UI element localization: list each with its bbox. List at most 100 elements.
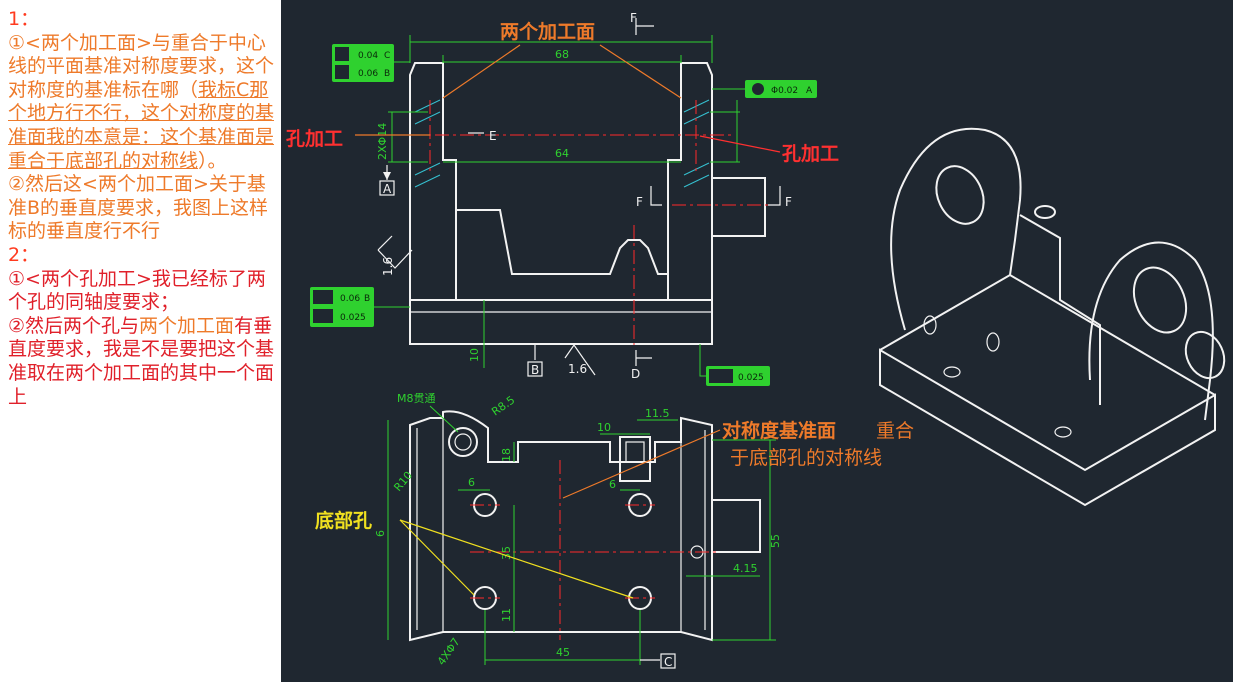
callout-bottom-hole-leader-1: [399, 519, 475, 596]
top-outline: [409, 410, 713, 642]
dim-6-left: 6: [468, 476, 475, 489]
question-1-text-a: ①<两个加工面>与重合于中心线的平面基准对称度要求，这个对称度的基准标在哪（: [8, 31, 275, 101]
dim-415: 4.15: [733, 562, 758, 575]
question-notes: 1： ①<两个加工面>与重合于中心线的平面基准对称度要求，这个对称度的基准标在哪…: [0, 0, 280, 682]
datum-A: A: [383, 182, 392, 196]
dim-64: 64: [555, 147, 569, 160]
section-F-right: F: [785, 195, 792, 209]
right-upright: [667, 62, 713, 300]
callout-two-faces: 两个加工面: [500, 21, 595, 43]
datum-B-box: [527, 361, 543, 377]
dim-35: 35: [500, 546, 513, 560]
tol-sym-ref: C: [384, 51, 390, 61]
question-2-heading: 2：: [8, 243, 40, 266]
tol-flat-mid-value: 0.025: [340, 313, 366, 323]
roughness-left: 1.6: [381, 257, 395, 276]
datum-A-triangle: [383, 172, 391, 180]
tol-frame-flat-bottom: 0.025: [706, 366, 770, 386]
left-upright: [409, 62, 457, 300]
dim-68: 68: [555, 48, 569, 61]
callout-sym-datum-rest2: 于底部孔的对称线: [730, 447, 882, 469]
isometric-view: [879, 127, 1226, 507]
callout-two-faces-leader-l: [442, 44, 521, 99]
cad-drawing: 68 64 2XΦ14 10 1.6 1.6 A B E: [286, 11, 1226, 669]
top-edge-lines: [416, 428, 706, 630]
tol-leader-4: [699, 344, 706, 377]
iso-hole-a: [923, 315, 937, 335]
section-F-right-mark: [768, 186, 781, 206]
callout-bottom-hole: 底部孔: [315, 509, 372, 532]
question-1-heading: 1：: [8, 8, 40, 30]
dim-45: 45: [556, 646, 570, 659]
tol-coax-value: Φ0.02: [771, 86, 798, 96]
dim-6-side: 6: [374, 530, 387, 537]
top-view: 6 18 6 6 10 11.5 35 11 55 45 4.15 M8贯通 R…: [374, 392, 782, 669]
right-boss: [712, 177, 766, 237]
dim-11: 11: [500, 608, 513, 622]
roughness-symbol-bottom: [564, 343, 584, 359]
roughness-symbol-left: [377, 249, 413, 269]
section-F-left-mark: [650, 186, 662, 206]
hatch-left: [414, 99, 441, 188]
tol-perp-top-ref: B: [384, 69, 390, 79]
iso-top-hole: [1034, 205, 1056, 219]
iso-inner-wall: [1019, 214, 1101, 405]
r85-label: R8.5: [489, 393, 517, 418]
section-F-top: F: [630, 11, 637, 25]
roughness-bottom-tail: [582, 357, 596, 376]
question-2-highlight: 两个加工面: [139, 314, 235, 337]
question-1-part-2: ②然后这<两个加工面>关于基准B的垂直度要求，我图上这样标的垂直度行不行: [8, 173, 269, 243]
base-plate: [409, 299, 713, 345]
question-1-body: ①<两个加工面>与重合于中心线的平面基准对称度要求，这个对称度的基准标在哪（我标…: [8, 32, 274, 174]
tol-coax-ref: A: [806, 86, 813, 96]
callout-hole-left: 孔加工: [286, 128, 343, 150]
iso-hole-d: [1054, 426, 1072, 438]
question-2-text-b: 有垂直度要求，我是不是要把这个基准取在两个加工面的其中一个面上: [8, 314, 275, 408]
dim-2x14: 2XΦ14: [376, 123, 389, 160]
dim-55: 55: [769, 534, 782, 548]
inner-profile: [456, 209, 668, 275]
question-2-text-a: ②然后两个孔与: [8, 314, 140, 337]
section-F-top-mark: [635, 18, 654, 35]
question-1-text-b: ）。: [198, 149, 227, 172]
callout-sym-datum-bold: 对称度基准面: [722, 419, 836, 442]
hole-4x7-label: 4XΦ7: [435, 636, 463, 668]
tol-frame-sym-perp: 0.04 C 0.06 B: [332, 44, 394, 82]
iso-base-top: [879, 273, 1216, 396]
iso-hole-c: [943, 366, 961, 378]
question-1-underlined: 我标C那个地方行不行，这个对称度的基准面我的本意是：这个基准面是重合于底部孔的对…: [8, 78, 275, 172]
cad-canvas: 68 64 2XΦ14 10 1.6 1.6 A B E: [281, 0, 1233, 682]
iso-right-ear: [1088, 241, 1214, 421]
top-boss: [712, 499, 761, 553]
datum-C-box: [660, 653, 676, 669]
dim-115: 11.5: [645, 407, 670, 420]
front-view: 68 64 2XΦ14 10 1.6 1.6 A B E: [310, 11, 817, 386]
callout-hole-right: 孔加工: [782, 143, 839, 165]
section-D-mark: [635, 350, 652, 366]
top-slot: [619, 436, 651, 482]
m8-hole: [448, 427, 478, 457]
callout-sym-datum-leader: [562, 429, 721, 499]
iso-boss: [1184, 330, 1226, 380]
tol-perp-top-value: 0.06: [358, 69, 378, 79]
iso-left-ear: [890, 127, 1022, 331]
tol-frame-perp-flat: 0.06 B 0.025: [310, 287, 374, 327]
r10-label: R10: [391, 469, 415, 494]
tol-perp-mid-ref: B: [364, 294, 370, 304]
tol-perp-mid-value: 0.06: [340, 294, 360, 304]
dim-10-top: 10: [597, 421, 611, 434]
callout-bottom-hole-leader-2: [399, 519, 634, 599]
tol-flat-bottom-value: 0.025: [738, 373, 764, 383]
m8-leader: [429, 405, 459, 433]
iso-left-hole: [935, 165, 985, 225]
callout-sym-datum-rest1: 重合: [876, 420, 914, 442]
top-inner-lines: [442, 418, 682, 632]
section-D: D: [631, 367, 640, 381]
dim-18: 18: [500, 448, 513, 462]
datum-B: B: [531, 363, 539, 377]
callout-hole-right-leader: [699, 135, 781, 153]
m8-label: M8贯通: [397, 392, 436, 405]
iso-right-hole: [1132, 266, 1188, 334]
section-E: E: [489, 129, 497, 143]
question-2-part-1: ①<两个孔加工>我已经标了两个孔的同轴度要求；: [8, 267, 266, 314]
